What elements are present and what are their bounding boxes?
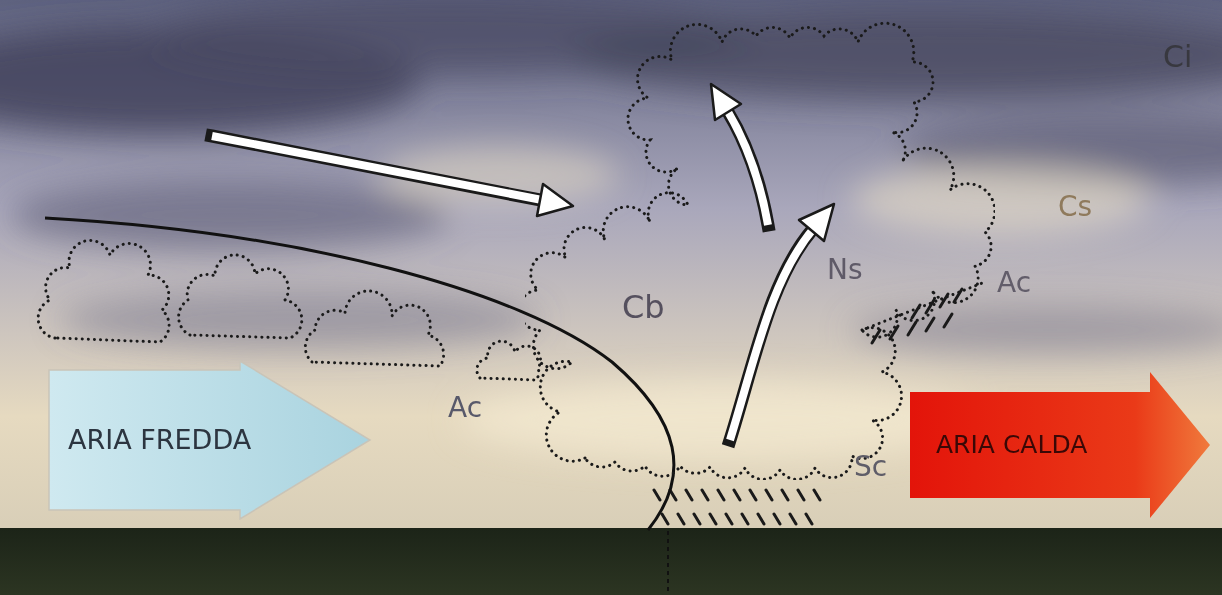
airflow-arrows — [212, 84, 834, 440]
cloud-type-label: Ac — [448, 393, 482, 424]
ground — [0, 528, 1222, 595]
warm-air-arrow: ARIA CALDA — [910, 372, 1212, 518]
air-mass-label: ARIA CALDA — [936, 431, 1087, 459]
air-mass-label: ARIA FREDDA — [68, 425, 251, 455]
cloud-type-label: Cb — [622, 290, 665, 325]
cloud-type-label: Ci — [1163, 40, 1192, 73]
cold-front-line — [45, 218, 674, 530]
cold-air-arrow: ARIA FREDDA — [48, 360, 373, 520]
altocumulus-outlines — [38, 240, 540, 380]
cloud-type-label: Cs — [1058, 192, 1092, 223]
front-ground-trace — [667, 531, 669, 595]
cloud-type-label: Ac — [997, 268, 1031, 299]
cloud-type-label: Ns — [827, 255, 863, 286]
cloud-type-label: Sc — [854, 452, 887, 483]
